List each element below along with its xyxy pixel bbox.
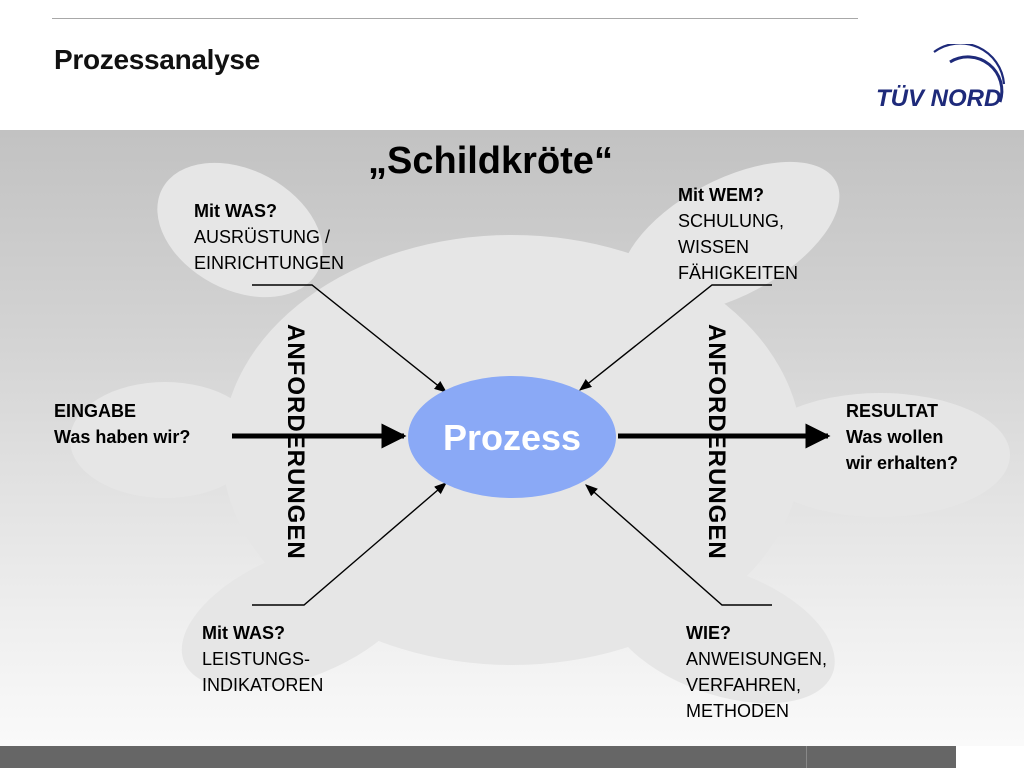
- result-text: RESULTAT Was wollen wir erhalten?: [846, 398, 958, 476]
- resource-indicators: Mit WAS? LEISTUNGS- INDIKATOREN: [202, 620, 323, 698]
- resource-methods-line: METHODEN: [686, 701, 789, 721]
- resource-equipment-line: AUSRÜSTUNG /: [194, 227, 331, 247]
- input-line: Was haben wir?: [54, 427, 191, 447]
- result-line: Was wollen: [846, 427, 944, 447]
- resource-equipment: Mit WAS? AUSRÜSTUNG / EINRICHTUNGEN: [194, 198, 344, 276]
- resource-methods-head: WIE?: [686, 623, 731, 643]
- result-line: wir erhalten?: [846, 453, 959, 473]
- input-line: EINGABE: [54, 401, 137, 421]
- resource-equipment-head: Mit WAS?: [194, 201, 277, 221]
- resource-people: Mit WEM? SCHULUNG, WISSEN FÄHIGKEITEN: [678, 182, 798, 286]
- requirements-label-left: ANFORDERUNGEN: [282, 324, 309, 560]
- slide-title: Prozessanalyse: [54, 44, 260, 75]
- requirements-label-right: ANFORDERUNGEN: [703, 324, 730, 560]
- process-ellipse: [408, 376, 616, 498]
- resource-indicators-line: INDIKATOREN: [202, 675, 324, 695]
- connector-top-right: [579, 284, 772, 391]
- tuv-nord-logo: TÜV NORD: [872, 44, 1012, 114]
- resource-indicators-line: LEISTUNGS-: [202, 649, 311, 669]
- footer-divider: [806, 746, 807, 768]
- connector-bottom-left: [252, 482, 447, 606]
- connector-top-left: [252, 284, 447, 393]
- resource-methods: WIE? ANWEISUNGEN, VERFAHREN, METHODEN: [686, 620, 827, 724]
- resource-indicators-head: Mit WAS?: [202, 623, 285, 643]
- svg-text:TÜV NORD: TÜV NORD: [876, 85, 1001, 112]
- footer-bar: [0, 746, 956, 768]
- top-divider: [52, 18, 858, 19]
- diagram-title: „Schildkröte“: [368, 140, 613, 182]
- resource-people-line: FÄHIGKEITEN: [678, 263, 799, 283]
- resource-people-head: Mit WEM?: [678, 185, 764, 205]
- result-line: RESULTAT: [846, 401, 938, 421]
- resource-people-line: WISSEN: [678, 237, 750, 257]
- connector-bottom-right: [585, 484, 772, 606]
- process-label: Prozess: [442, 417, 582, 458]
- resource-methods-line: ANWEISUNGEN,: [686, 649, 828, 669]
- resource-people-line: SCHULUNG,: [678, 211, 785, 231]
- resource-methods-line: VERFAHREN,: [686, 675, 802, 695]
- resource-equipment-line: EINRICHTUNGEN: [194, 253, 345, 273]
- input-text: EINGABE Was haben wir?: [54, 398, 190, 450]
